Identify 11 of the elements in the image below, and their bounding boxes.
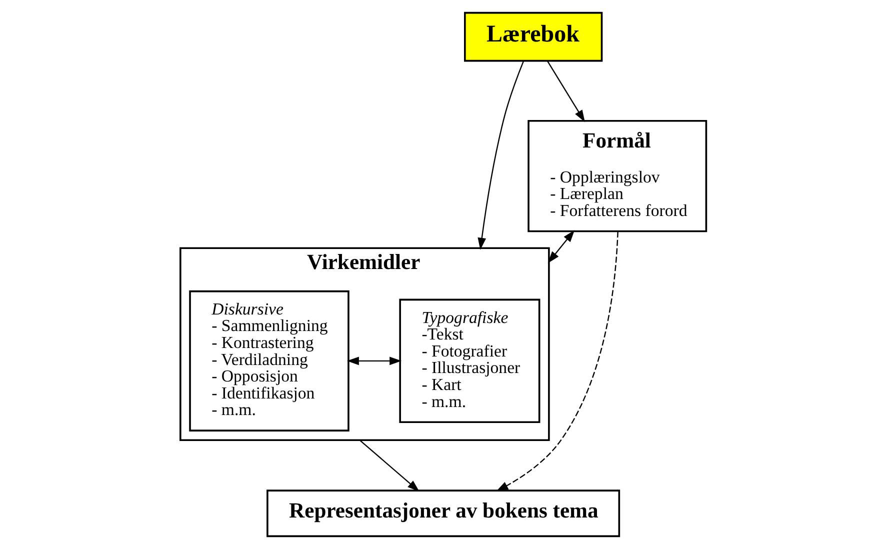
arrow	[546, 60, 585, 122]
node-box: Formål - Opplæringslov - Læreplan - Forfatterens forord	[528, 120, 708, 232]
node-box: Typografiske -Tekst - Fotografier - Illustrasjoner - Kart - m.m.	[399, 298, 540, 424]
node-box: Representasjoner av bokens tema	[266, 490, 620, 538]
arrow	[548, 230, 575, 264]
node-box: Lærebok	[464, 12, 603, 62]
arrow	[346, 356, 402, 366]
arrow	[359, 440, 420, 492]
arrow	[496, 232, 618, 492]
node-box: Diskursive - Sammenligning - Kontrastering - Verdiladning - Opposisjon - Identifikasjon - m.m.	[189, 290, 350, 432]
arrow	[478, 60, 524, 250]
